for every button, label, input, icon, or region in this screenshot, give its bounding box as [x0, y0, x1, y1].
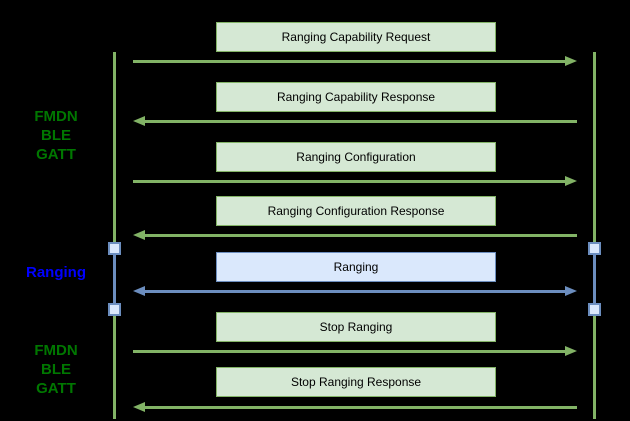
arrowhead-left-icon — [133, 116, 145, 126]
arrow-left-icon — [133, 116, 577, 127]
arrowhead-right-icon — [565, 56, 577, 66]
arrowhead-left-icon — [133, 230, 145, 240]
message-box-ranging-configuration: Ranging Configuration — [216, 142, 496, 172]
lifeline-left — [113, 52, 116, 419]
message-box-stop-ranging: Stop Ranging — [216, 312, 496, 342]
activation-node-icon — [108, 242, 121, 255]
lifeline-right — [593, 52, 596, 419]
message-box-ranging-capability-request: Ranging Capability Request — [216, 22, 496, 52]
arrowhead-right-icon — [565, 346, 577, 356]
section-label-ranging: Ranging — [26, 264, 86, 281]
arrow-left-icon — [133, 230, 577, 241]
arrowhead-right-icon — [565, 176, 577, 186]
arrow-right-icon — [133, 176, 577, 187]
activation-line-right — [593, 249, 596, 307]
message-box-ranging-configuration-response: Ranging Configuration Response — [216, 196, 496, 226]
arrowhead-left-icon — [133, 402, 145, 412]
arrow-bidirectional-icon — [133, 286, 577, 297]
activation-node-icon — [108, 303, 121, 316]
arrow-right-icon — [133, 346, 577, 357]
message-box-stop-ranging-response: Stop Ranging Response — [216, 367, 496, 397]
arrow-line — [144, 290, 566, 293]
arrow-line — [144, 234, 577, 237]
arrowhead-left-icon — [133, 286, 145, 296]
message-box-ranging-capability-response: Ranging Capability Response — [216, 82, 496, 112]
section-label-fmdn-ble-gatt-top: FMDN BLE GATT — [34, 108, 78, 163]
arrow-line — [133, 60, 566, 63]
activation-node-icon — [588, 242, 601, 255]
activation-line-left — [113, 249, 116, 307]
arrow-line — [144, 120, 577, 123]
arrow-right-icon — [133, 56, 577, 67]
arrow-line — [133, 180, 566, 183]
arrow-line — [133, 350, 566, 353]
arrowhead-right-icon — [565, 286, 577, 296]
arrow-line — [144, 406, 577, 409]
activation-node-icon — [588, 303, 601, 316]
message-box-ranging: Ranging — [216, 252, 496, 282]
arrow-left-icon — [133, 402, 577, 413]
section-label-fmdn-ble-gatt-bottom: FMDN BLE GATT — [34, 342, 78, 397]
